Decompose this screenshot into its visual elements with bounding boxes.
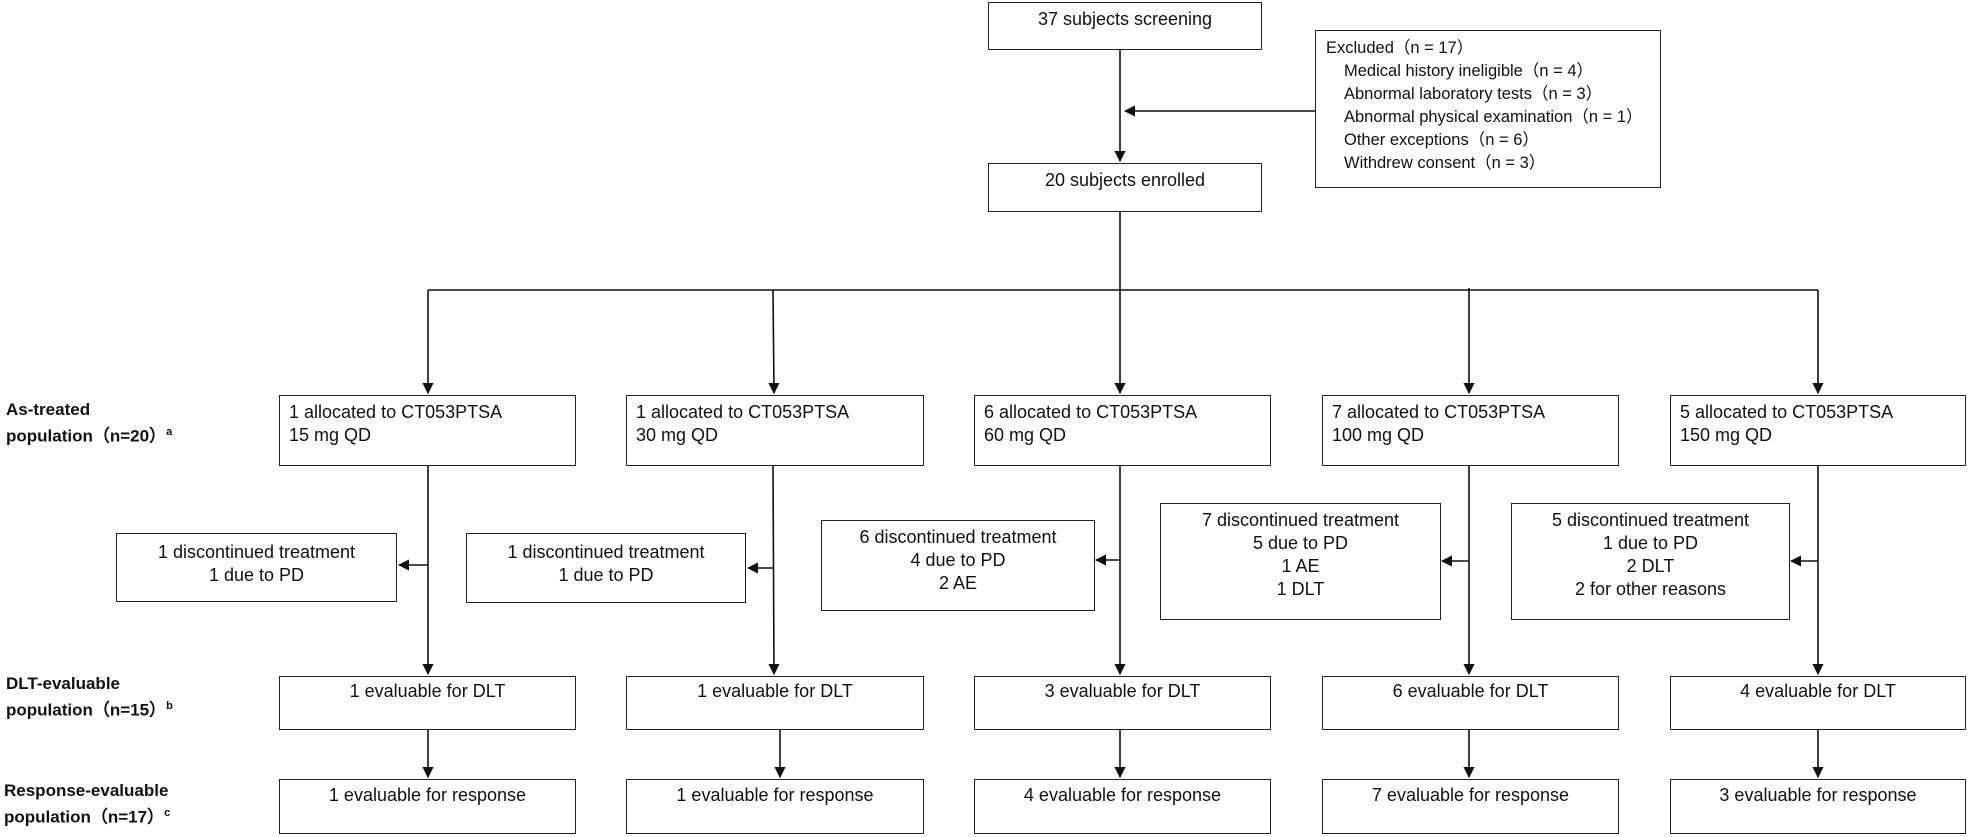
excluded-reason: Other exceptions（n = 6） <box>1344 131 1539 149</box>
allocation-box: 5 allocated to CT053PTSA 150 mg QD <box>1670 395 1966 466</box>
row-label-dlt: DLT-evaluable population（n=15）b <box>6 672 173 722</box>
discontinued-line: 7 discontinued treatment <box>1201 510 1400 530</box>
dlt-box: 6 evaluable for DLT <box>1322 676 1619 730</box>
discontinued-line: 5 discontinued treatment <box>1551 510 1750 530</box>
excluded-reason: Abnormal laboratory tests（n = 3） <box>1344 85 1603 103</box>
response-text: 3 evaluable for response <box>1719 785 1917 805</box>
dlt-text: 1 evaluable for DLT <box>349 681 506 701</box>
allocation-text: 1 allocated to CT053PTSA <box>636 402 850 422</box>
dose-text: 60 mg QD <box>984 425 1067 445</box>
discontinued-line: 5 due to PD <box>1252 533 1349 553</box>
response-box: 1 evaluable for response <box>279 779 576 834</box>
dose-text: 100 mg QD <box>1332 425 1425 445</box>
dlt-text: 6 evaluable for DLT <box>1392 681 1549 701</box>
discontinued-line: 1 due to PD <box>1602 533 1699 553</box>
screening-box: 37 subjects screening <box>988 2 1262 50</box>
excluded-reason: Medical history ineligible（n = 4） <box>1344 62 1593 80</box>
response-text: 1 evaluable for response <box>676 785 874 805</box>
response-box: 4 evaluable for response <box>974 779 1271 834</box>
discontinued-line: 6 discontinued treatment <box>859 527 1057 547</box>
dlt-box: 3 evaluable for DLT <box>974 676 1271 730</box>
response-box: 1 evaluable for response <box>626 779 924 834</box>
dlt-text: 1 evaluable for DLT <box>697 681 853 701</box>
allocation-box: 1 allocated to CT053PTSA 30 mg QD <box>626 395 924 466</box>
excluded-reason: Withdrew consent（n = 3） <box>1344 154 1546 172</box>
discontinued-line: 2 AE <box>938 573 978 593</box>
discontinued-box: 7 discontinued treatment 5 due to PD 1 A… <box>1160 503 1441 620</box>
discontinued-line: 1 due to PD <box>208 565 305 585</box>
discontinued-line: 1 discontinued treatment <box>507 542 705 562</box>
dose-text: 30 mg QD <box>636 425 719 445</box>
allocation-box: 7 allocated to CT053PTSA 100 mg QD <box>1322 395 1619 466</box>
footnote-marker: b <box>166 700 173 712</box>
dose-text: 15 mg QD <box>289 425 372 445</box>
allocation-text: 7 allocated to CT053PTSA <box>1332 402 1546 422</box>
row-label-line: population（n=15） <box>6 700 167 720</box>
excluded-reason: Abnormal physical examination（n = 1） <box>1344 108 1643 126</box>
discontinued-line: 4 due to PD <box>910 550 1006 570</box>
arrow-arm-2-to-dlt <box>768 465 780 676</box>
allocation-text: 5 allocated to CT053PTSA <box>1680 402 1894 422</box>
row-label-response: Response-evaluable population（n=17）c <box>4 779 170 829</box>
footnote-marker: a <box>166 426 173 438</box>
discontinued-line: 2 for other reasons <box>1574 579 1727 599</box>
dlt-box: 1 evaluable for DLT <box>626 676 924 730</box>
response-text: 1 evaluable for response <box>328 785 527 805</box>
row-label-as-treated: As-treated population（n=20）a <box>6 398 172 448</box>
arrow-to-arm-2 <box>768 289 780 395</box>
discontinued-box: 1 discontinued treatment 1 due to PD <box>116 533 397 602</box>
discontinued-line: 1 due to PD <box>558 565 654 585</box>
allocation-box: 1 allocated to CT053PTSA 15 mg QD <box>279 395 576 466</box>
response-box: 7 evaluable for response <box>1322 779 1619 834</box>
excluded-title: Excluded（n = 17） <box>1326 39 1474 57</box>
row-label-line: population（n=20） <box>6 426 167 446</box>
dlt-text: 3 evaluable for DLT <box>1044 681 1201 701</box>
row-label-line: population（n=17） <box>4 807 165 827</box>
response-box: 3 evaluable for response <box>1670 779 1966 834</box>
allocation-box: 6 allocated to CT053PTSA 60 mg QD <box>974 395 1271 466</box>
discontinued-box: 5 discontinued treatment 1 due to PD 2 D… <box>1511 503 1790 620</box>
dose-text: 150 mg QD <box>1680 425 1773 445</box>
row-label-line: Response-evaluable <box>4 781 169 800</box>
allocation-text: 1 allocated to CT053PTSA <box>289 402 503 422</box>
dlt-box: 1 evaluable for DLT <box>279 676 576 730</box>
footnote-marker: c <box>164 807 171 819</box>
discontinued-line: 1 AE <box>1281 556 1320 576</box>
discontinued-box: 6 discontinued treatment 4 due to PD 2 A… <box>821 520 1095 611</box>
enrolled-box: 20 subjects enrolled <box>988 163 1262 212</box>
row-label-line: DLT-evaluable <box>6 674 120 693</box>
response-text: 4 evaluable for response <box>1023 785 1222 805</box>
row-label-line: As-treated <box>6 400 91 419</box>
screening-text: 37 subjects screening <box>1037 9 1213 29</box>
dlt-box: 4 evaluable for DLT <box>1670 676 1966 730</box>
discontinued-line: 1 DLT <box>1276 579 1325 599</box>
discontinued-line: 1 discontinued treatment <box>157 542 356 562</box>
excluded-box: Excluded（n = 17） Medical history ineligi… <box>1315 30 1661 188</box>
response-text: 7 evaluable for response <box>1371 785 1570 805</box>
enrolled-text: 20 subjects enrolled <box>1044 170 1206 190</box>
discontinued-line: 2 DLT <box>1626 556 1675 576</box>
allocation-text: 6 allocated to CT053PTSA <box>984 402 1198 422</box>
discontinued-box: 1 discontinued treatment 1 due to PD <box>466 533 746 603</box>
dlt-text: 4 evaluable for DLT <box>1740 681 1896 701</box>
